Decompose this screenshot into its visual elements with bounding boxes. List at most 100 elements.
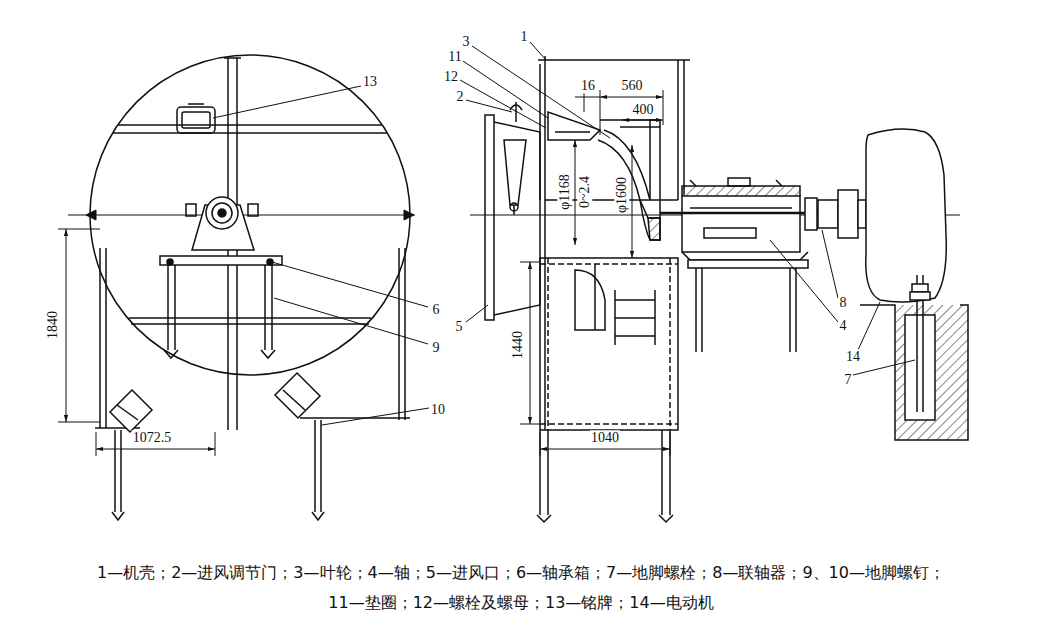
base-frame-front bbox=[167, 259, 173, 265]
lower-stand bbox=[537, 258, 678, 522]
leader-lines-side bbox=[472, 46, 610, 138]
leader-lines-side bbox=[466, 100, 512, 112]
bearing-box-front bbox=[186, 197, 258, 250]
foot-blocks bbox=[110, 390, 152, 432]
callout-number: 6 bbox=[432, 302, 441, 317]
dimension-lines-side bbox=[575, 140, 576, 245]
lower-stand bbox=[539, 430, 541, 515]
foundation bbox=[910, 292, 930, 300]
foundation bbox=[895, 305, 968, 440]
inlet-damper bbox=[513, 205, 515, 215]
leader-lines-side bbox=[460, 80, 546, 128]
lower-stand bbox=[669, 258, 671, 430]
dimension-lines-side bbox=[600, 97, 663, 98]
leader-lines-side bbox=[822, 230, 838, 298]
lower-stand bbox=[615, 335, 655, 337]
bearing-box-side bbox=[795, 268, 797, 352]
dimension-text: φ1600 bbox=[614, 176, 629, 214]
lower-stand bbox=[547, 258, 549, 430]
dimension-lines-side bbox=[520, 90, 670, 456]
casing-front-view bbox=[404, 248, 406, 420]
lower-stand bbox=[654, 290, 656, 345]
nameplate bbox=[188, 103, 204, 105]
lower-stand bbox=[575, 270, 605, 330]
dimension-text: 1072.5 bbox=[132, 430, 173, 445]
dimension-text: 1840 bbox=[45, 310, 60, 340]
casing-side-view bbox=[538, 56, 690, 430]
leader-lines-front bbox=[213, 86, 429, 425]
dimension-text: 400 bbox=[632, 102, 655, 117]
foot-blocks bbox=[114, 430, 116, 512]
callout-number: 14 bbox=[845, 349, 861, 364]
center-line bbox=[404, 210, 414, 220]
inlet-damper bbox=[510, 203, 518, 211]
bearing-box-front bbox=[218, 209, 226, 217]
dimension-text: 16 bbox=[580, 78, 596, 93]
nameplate bbox=[177, 104, 215, 133]
lower-stand bbox=[540, 423, 678, 425]
dimension-lines-front bbox=[96, 449, 215, 450]
dimension-lines-side bbox=[540, 432, 541, 456]
dimension-text: 1040 bbox=[590, 430, 620, 445]
leader-lines-side bbox=[858, 302, 880, 350]
bearing-box-side bbox=[682, 186, 800, 196]
casing-side-view bbox=[544, 56, 546, 430]
dimension-lines-side bbox=[622, 120, 663, 121]
foot-blocks bbox=[110, 373, 324, 520]
lower-stand bbox=[540, 258, 678, 430]
callout-number: 12 bbox=[443, 69, 459, 84]
leader-lines-front bbox=[272, 262, 428, 307]
nameplate bbox=[182, 112, 210, 128]
lower-stand bbox=[661, 430, 663, 515]
callout-number: 1 bbox=[520, 29, 529, 44]
casing-front-view bbox=[129, 317, 371, 319]
callout-number: 7 bbox=[844, 372, 853, 387]
bearing-box-side bbox=[776, 180, 782, 186]
base-frame-front bbox=[167, 265, 169, 350]
callout-number: 2 bbox=[456, 89, 465, 104]
base-frame-front bbox=[264, 265, 266, 350]
foundation bbox=[912, 284, 928, 292]
bearing-box-side bbox=[701, 268, 703, 352]
casing-front-view bbox=[90, 55, 410, 430]
casing-front-view bbox=[105, 248, 107, 428]
base-frame-front bbox=[164, 350, 178, 358]
impeller bbox=[548, 112, 660, 240]
coupling bbox=[805, 198, 817, 230]
dimension-lines-side bbox=[670, 432, 671, 456]
impeller bbox=[648, 218, 660, 240]
dimension-lines-side bbox=[540, 449, 670, 450]
dimension-text: 0~2.4 bbox=[577, 175, 592, 209]
dimension-text: 1440 bbox=[510, 330, 525, 360]
dimension-lines-front bbox=[215, 432, 216, 456]
coupling bbox=[805, 190, 866, 238]
callout-number: 3 bbox=[462, 34, 471, 49]
lower-stand bbox=[547, 430, 549, 515]
base-frame-front bbox=[174, 265, 176, 350]
lower-stand bbox=[669, 430, 671, 515]
bearing-box-front bbox=[248, 204, 258, 216]
callout-number: 13 bbox=[362, 74, 378, 89]
foundation bbox=[905, 315, 935, 420]
bearing-box-side bbox=[682, 252, 808, 260]
center-line bbox=[86, 210, 96, 220]
base-frame-front bbox=[160, 256, 282, 265]
inlet-damper bbox=[485, 115, 494, 320]
foundation bbox=[860, 305, 968, 440]
casing-front-view bbox=[398, 248, 400, 420]
foot-blocks bbox=[112, 512, 124, 520]
callout-number: 4 bbox=[839, 318, 848, 333]
base-frame-front bbox=[261, 350, 275, 358]
callout-number: 9 bbox=[432, 340, 441, 355]
casing-front-view bbox=[224, 57, 241, 59]
motor bbox=[866, 129, 946, 302]
bearing-box-side bbox=[704, 228, 756, 238]
leader-lines-side bbox=[853, 360, 915, 375]
leader-lines-side bbox=[463, 61, 548, 118]
bearing-box-front bbox=[186, 204, 196, 216]
casing-front-view bbox=[300, 417, 410, 419]
callout-number: 11 bbox=[447, 49, 462, 64]
